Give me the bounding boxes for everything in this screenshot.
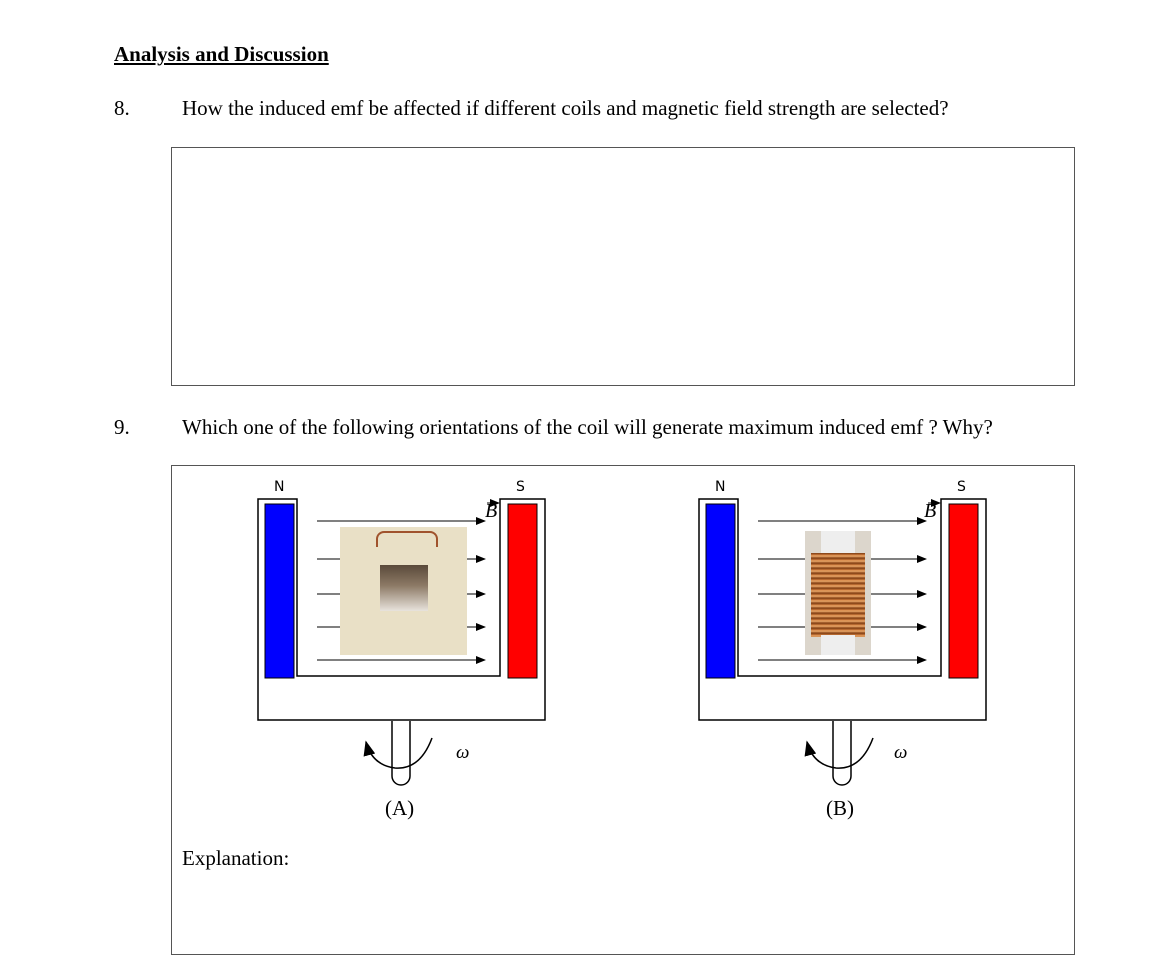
figure-label-a: (A): [385, 796, 415, 820]
omega-label-b: ω: [894, 742, 908, 763]
north-pole-a: [264, 503, 295, 679]
coil-winding-b: [811, 553, 865, 637]
figure-label-b: (B): [826, 796, 854, 820]
south-label-b: S: [957, 479, 966, 495]
question-8-number: 8.: [114, 96, 130, 120]
answer-box-8[interactable]: [171, 147, 1075, 386]
south-pole-b: [948, 503, 979, 679]
coil-opening-a: [380, 565, 428, 611]
omega-label-a: ω: [456, 742, 470, 763]
question-9-number: 9.: [114, 415, 130, 439]
rotation-arrow-a: [363, 737, 433, 769]
field-label-b: B: [924, 500, 937, 522]
south-pole-a: [507, 503, 538, 679]
shaft-b: [832, 721, 852, 786]
magnet-yoke-a: [257, 498, 546, 721]
coil-core-bottom-b: [821, 635, 855, 655]
question-8-text: How the induced emf be affected if diffe…: [182, 96, 949, 120]
north-label-b: N: [715, 479, 726, 495]
south-label-a: S: [516, 479, 525, 495]
question-9-text: Which one of the following orientations …: [182, 415, 993, 439]
figure-b-diagram: [698, 498, 987, 786]
magnet-yoke-b: [698, 498, 987, 721]
coil-photo-a: [340, 527, 467, 655]
shaft-a: [391, 721, 411, 786]
north-pole-b: [705, 503, 736, 679]
rotation-arrow-b: [804, 737, 874, 769]
field-label-a: B: [485, 500, 498, 522]
figure-a-diagram: [257, 498, 546, 786]
coil-core-top-b: [821, 531, 855, 555]
coil-photo-b: [805, 531, 871, 655]
north-label-a: N: [274, 479, 285, 495]
coil-wire-a: [376, 531, 438, 547]
section-heading: Analysis and Discussion: [114, 42, 329, 66]
explanation-label: Explanation:: [182, 846, 290, 870]
